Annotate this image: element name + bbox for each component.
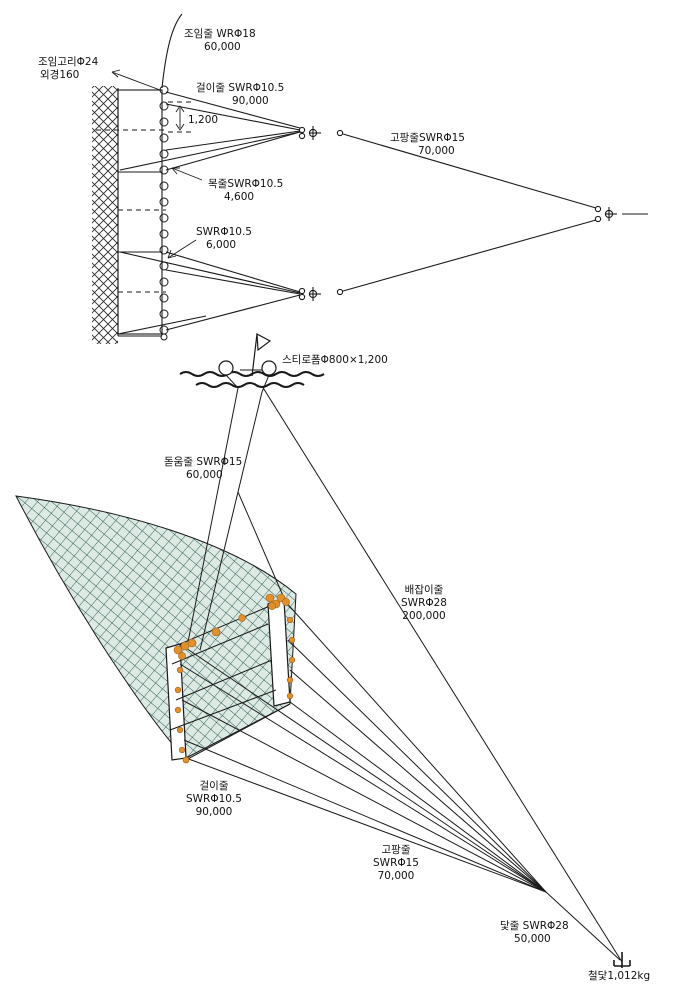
buoy-name: 스티로폼Φ800×1,200 <box>282 354 388 366</box>
label-anchor: 철닻1,012kg <box>588 970 650 983</box>
hanging-line-length: 60,000 <box>204 41 241 53</box>
buoy-line-left <box>187 387 239 643</box>
upper-connector <box>298 126 321 140</box>
top-view <box>92 13 648 344</box>
label-hanging-line-top: 조임줄 WRΦ18 60,000 <box>184 28 256 54</box>
label-buoy-line: 돋움줄 SWRΦ15 60,000 <box>164 456 242 482</box>
main-line-bundle <box>179 599 621 961</box>
buoy-left <box>218 360 234 376</box>
main-line-lower <box>342 219 597 292</box>
label-main-line-side: 고팡줄 SWRΦ15 70,000 <box>373 844 419 883</box>
label-hook-line-side: 걸이줄 SWRΦ10.5 90,000 <box>186 780 242 819</box>
anchor-line-length: 50,000 <box>514 933 551 945</box>
flag-pole <box>251 333 258 377</box>
small-line-name: SWRΦ10.5 <box>196 226 252 238</box>
anchor-line-name: 닻줄 SWRΦ28 <box>500 920 569 932</box>
label-neck-line: 목줄SWRΦ10.5 4,600 <box>208 178 283 204</box>
label-anchor-line: 닻줄 SWRΦ28 50,000 <box>500 920 569 946</box>
lower-bridles <box>117 251 301 335</box>
label-ring: 조임고리Φ24 외경160 <box>38 56 98 82</box>
hook-line-length: 90,000 <box>232 95 269 107</box>
buoy-right <box>261 360 277 376</box>
seabed-hatch <box>92 86 118 344</box>
hook-line-name: 걸이줄 SWRΦ10.5 <box>196 82 285 94</box>
main-line-side-name: 고팡줄 <box>381 844 411 856</box>
hanging-line-name: 조임줄 WRΦ18 <box>184 28 256 40</box>
main-line-side-length: 70,000 <box>377 870 415 882</box>
label-hook-line-top: 걸이줄 SWRΦ10.5 90,000 <box>196 82 284 108</box>
floats <box>173 593 296 764</box>
ring-name: 조임고리Φ24 <box>38 56 99 68</box>
hook-line-side-spec: SWRΦ10.5 <box>186 793 242 805</box>
spacing-value: 1,200 <box>188 114 219 126</box>
boat-line-length: 200,000 <box>402 610 446 622</box>
ring-detail: 외경160 <box>40 69 80 81</box>
buoy-line-length: 60,000 <box>186 469 223 481</box>
buoy-group <box>179 332 325 393</box>
net-body <box>15 495 297 761</box>
boat-line <box>261 385 623 963</box>
label-buoy: 스티로폼Φ800×1,200 <box>282 354 388 367</box>
anchor-line <box>545 891 621 961</box>
label-spacing: 1,200 <box>188 114 218 127</box>
label-boat-line: 배잡이줄 SWRΦ28 200,000 <box>401 584 447 623</box>
small-line-length: 6,000 <box>206 239 237 251</box>
anchor-icon <box>613 952 631 968</box>
buoy-line-name: 돋움줄 SWRΦ15 <box>164 456 243 468</box>
buoy-line-right <box>237 391 263 493</box>
label-main-line-top: 고팡줄SWRΦ15 70,000 <box>390 132 465 158</box>
float-rings <box>159 85 169 341</box>
main-line-top-name: 고팡줄SWRΦ15 <box>390 132 465 144</box>
boat-line-name: 배잡이줄 <box>404 584 444 596</box>
neck-line-length: 4,600 <box>224 191 255 203</box>
right-connector <box>594 205 648 223</box>
neck-line-name: 목줄SWRΦ10.5 <box>208 178 284 190</box>
hook-line-side-name: 걸이줄 <box>199 780 229 792</box>
upper-bridles <box>119 91 301 171</box>
hanging-line-top <box>161 13 183 89</box>
wave-2 <box>195 382 305 388</box>
main-line-top-length: 70,000 <box>418 145 455 157</box>
boat-line-spec: SWRΦ28 <box>401 597 447 609</box>
main-line-side-spec: SWRΦ15 <box>373 857 419 869</box>
hook-line-side-length: 90,000 <box>195 806 233 818</box>
net-frame <box>117 89 163 335</box>
anchor-name: 철닻1,012kg <box>588 970 651 982</box>
lower-connector <box>298 287 321 301</box>
side-view <box>15 385 631 968</box>
main-line-upper <box>342 133 597 209</box>
label-small-line: SWRΦ10.5 6,000 <box>196 226 252 252</box>
flag-icon <box>256 332 272 352</box>
